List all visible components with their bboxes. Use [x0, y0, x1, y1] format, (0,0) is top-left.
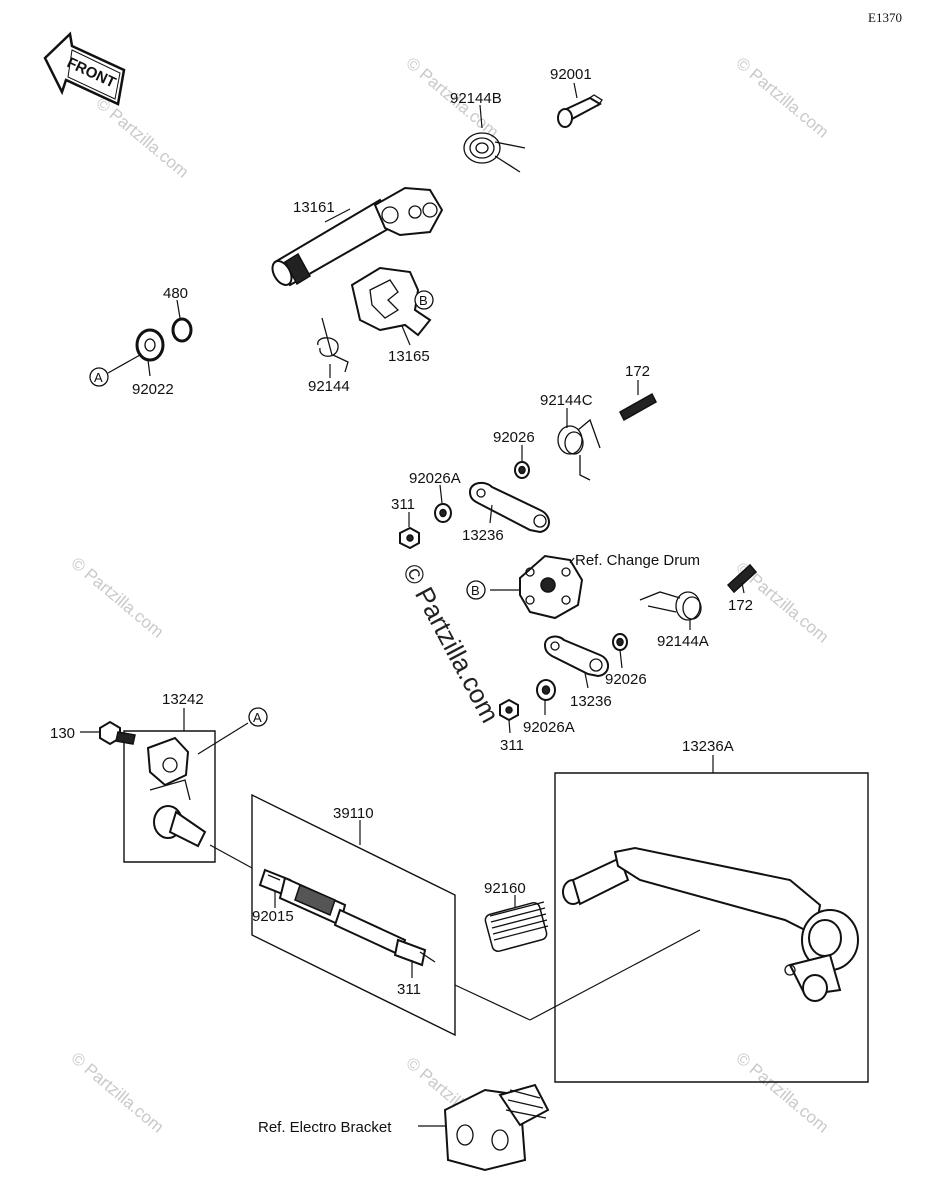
label-311-mid: 311 [500, 737, 524, 754]
label-92026-top: 92026 [493, 429, 535, 446]
label-39110: 39110 [333, 805, 374, 822]
marker-a-top-label: A [94, 370, 103, 385]
part-311-nut-mid[interactable] [499, 698, 519, 734]
label-13236-top: 13236 [462, 527, 504, 544]
part-39110-tie-rod[interactable] [251, 793, 456, 1037]
label-480: 480 [163, 285, 188, 302]
label-92026A-top: 92026A [409, 470, 461, 487]
label-92144C: 92144C [540, 392, 593, 409]
marker-a-top: A [89, 367, 109, 387]
label-92160: 92160 [484, 880, 526, 897]
diagram-code: E1370 [868, 10, 902, 25]
part-130-bolt[interactable] [80, 720, 136, 746]
marker-b-top-label: B [419, 293, 428, 308]
label-13236-bottom: 13236 [570, 693, 612, 710]
part-480-circlip[interactable] [171, 299, 193, 343]
label-ref-electro-bracket: Ref. Electro Bracket [258, 1119, 392, 1136]
marker-b-mid-label: B [471, 583, 480, 598]
watermark-bottom-right: © Partzilla.com [732, 1049, 832, 1137]
part-92026A-washer-top[interactable] [434, 484, 452, 523]
label-311-rod: 311 [397, 981, 421, 998]
part-92160-spring[interactable] [484, 895, 549, 953]
part-electro-bracket[interactable] [418, 1083, 550, 1172]
label-13242: 13242 [162, 691, 204, 708]
marker-a-bottom: A [248, 707, 268, 727]
label-13165: 13165 [388, 348, 430, 365]
part-92026A-washer-bottom[interactable] [536, 679, 556, 715]
part-92144C-spring[interactable] [557, 408, 601, 481]
part-172-stud-top[interactable] [619, 380, 657, 422]
front-arrow-icon: FRONT [43, 31, 126, 106]
part-13236A-shift-pedal[interactable] [554, 755, 869, 1083]
watermark-top-left: © Partzilla.com [92, 94, 192, 182]
part-92001-pin[interactable] [557, 82, 603, 128]
marker-b-top: B [414, 290, 434, 310]
watermark-mid-left: © Partzilla.com [67, 554, 167, 642]
label-92001: 92001 [550, 66, 592, 83]
watermark-center: © Partzilla.com [397, 559, 506, 728]
label-92144: 92144 [308, 378, 350, 395]
watermark-top-right: © Partzilla.com [732, 54, 832, 142]
watermark-group: © Partzilla.com © Partzilla.com © Partzi… [67, 54, 832, 1142]
part-92022-washer[interactable] [107, 328, 165, 377]
label-92144B: 92144B [450, 90, 502, 107]
marker-b-mid: B [466, 580, 486, 600]
label-172-top: 172 [625, 363, 650, 380]
part-92144B-spring[interactable] [463, 104, 526, 173]
label-13236A: 13236A [682, 738, 734, 755]
label-172-right: 172 [728, 597, 753, 614]
part-13236-arm-top[interactable] [468, 481, 550, 534]
label-92026A-bottom: 92026A [523, 719, 575, 736]
label-92026-bottom: 92026 [605, 671, 647, 688]
connector-lines [209, 844, 701, 1021]
part-92026-washer-bottom[interactable] [612, 633, 628, 669]
label-311-top: 311 [391, 496, 415, 513]
marker-a-bottom-label: A [253, 710, 262, 725]
part-172-stud-right[interactable] [726, 563, 758, 594]
part-13242-shift-lever[interactable] [123, 708, 249, 863]
label-ref-change-drum: Ref. Change Drum [575, 552, 700, 569]
part-change-drum-pins[interactable] [490, 554, 584, 620]
part-13161-shift-shaft[interactable] [269, 186, 444, 288]
part-92144A-spring[interactable] [639, 591, 702, 630]
part-92026-washer-top[interactable] [514, 445, 530, 479]
part-13165-plate[interactable] [350, 266, 432, 346]
label-130: 130 [50, 725, 75, 742]
label-92144A: 92144A [657, 633, 709, 650]
label-13161: 13161 [293, 199, 335, 216]
label-92015: 92015 [252, 908, 294, 925]
watermark-bottom-left: © Partzilla.com [67, 1049, 167, 1137]
label-92022: 92022 [132, 381, 174, 398]
part-311-nut-top[interactable] [399, 512, 420, 550]
part-92144-spring[interactable] [317, 317, 349, 378]
part-13236-arm-bottom[interactable] [543, 635, 609, 689]
